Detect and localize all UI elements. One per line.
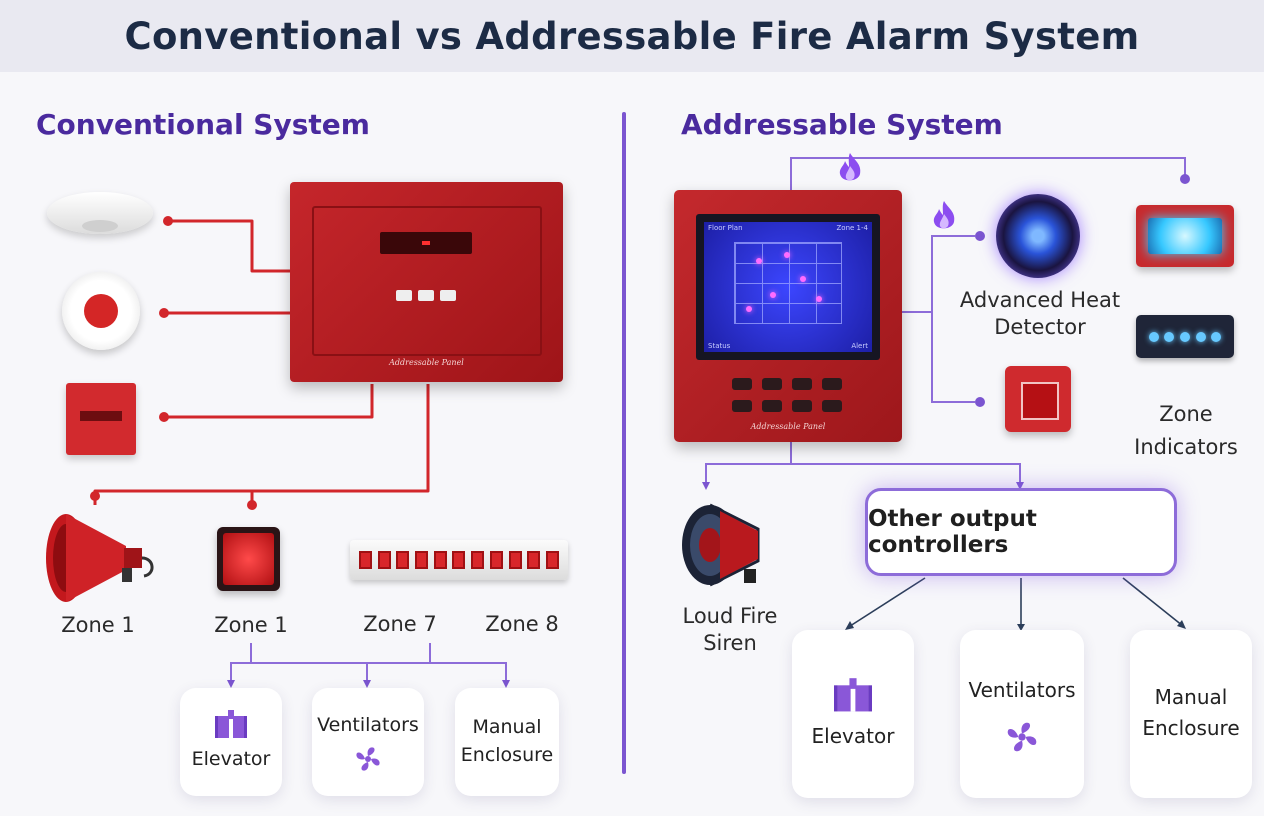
screen-footer-left: Status bbox=[708, 342, 731, 350]
siren-label: Loud Fire Siren bbox=[682, 604, 778, 656]
page-title: Conventional vs Addressable Fire Alarm S… bbox=[124, 14, 1140, 58]
zone-indicators-label: Zone Indicators bbox=[1134, 402, 1238, 459]
heat-detector bbox=[62, 272, 140, 350]
screen-header-right: Zone 1-4 bbox=[836, 224, 868, 232]
output-label: Ventilators bbox=[317, 714, 419, 737]
zone-label-7: Zone 7 bbox=[363, 612, 437, 636]
smoke-detector bbox=[47, 192, 153, 234]
manual-call-point bbox=[66, 383, 136, 455]
elevator-icon bbox=[215, 710, 247, 739]
output-label: Manual Enclosure bbox=[1142, 685, 1240, 740]
section-divider bbox=[622, 112, 626, 774]
screen-footer-right: Alert bbox=[851, 342, 868, 350]
conv-output-manual-enclosure: Manual Enclosure bbox=[455, 688, 559, 796]
flame-icon bbox=[839, 153, 861, 181]
fan-icon bbox=[356, 747, 380, 771]
wire-addr-controllers bbox=[791, 463, 1021, 484]
screen-header-left: Floor Plan bbox=[708, 224, 743, 232]
addressable-heading: Addressable System bbox=[681, 108, 1003, 141]
output-label: Ventilators bbox=[968, 677, 1076, 702]
zone-label-8: Zone 8 bbox=[485, 612, 559, 636]
conv-output-ventilators: Ventilators bbox=[312, 688, 424, 796]
panel-label: Addressable Panel bbox=[389, 358, 464, 367]
panel-keypad bbox=[732, 378, 842, 412]
siren-icon bbox=[682, 503, 760, 587]
flame-icon bbox=[933, 201, 955, 229]
panel-screen: Floor Plan Zone 1-4 Status Alert bbox=[696, 214, 880, 360]
zone-terminal-strip bbox=[350, 540, 568, 580]
fan-icon bbox=[1007, 722, 1037, 751]
conventional-heading: Conventional System bbox=[36, 108, 370, 141]
panel-buttons bbox=[396, 290, 456, 301]
wire-smoke-to-panel bbox=[168, 219, 292, 273]
output-controllers-box: Other output controllers bbox=[865, 488, 1177, 576]
output-label: Manual Enclosure bbox=[460, 716, 554, 766]
heat-detector-label: Advanced Heat Detector bbox=[959, 288, 1121, 340]
strobe-beacon bbox=[1136, 205, 1234, 267]
strobe-light bbox=[217, 527, 280, 591]
conventional-control-panel: Addressable Panel bbox=[290, 182, 563, 382]
wire-conv-elevator bbox=[230, 643, 252, 682]
output-label: Elevator bbox=[811, 723, 895, 748]
conv-output-elevator: Elevator bbox=[180, 688, 282, 796]
zone-indicator-panel bbox=[1136, 315, 1234, 358]
advanced-heat-detector bbox=[996, 194, 1080, 278]
elevator-icon bbox=[834, 677, 872, 711]
zone-label-1: Zone 1 bbox=[61, 613, 135, 637]
horn-icon bbox=[46, 514, 154, 602]
addr-output-manual-enclosure: Manual Enclosure bbox=[1130, 630, 1252, 798]
zone-label-2: Zone 1 bbox=[214, 613, 288, 637]
addr-output-ventilators: Ventilators bbox=[960, 630, 1084, 798]
manual-call-point-addressable bbox=[1005, 366, 1071, 432]
wire-conv-manual bbox=[251, 662, 507, 682]
controllers-label: Other output controllers bbox=[868, 506, 1037, 558]
panel-label: Addressable Panel bbox=[750, 422, 826, 431]
wire-panel-to-outputs bbox=[93, 384, 430, 505]
wire-addr-siren bbox=[705, 442, 792, 484]
output-label: Elevator bbox=[191, 748, 271, 771]
addressable-control-panel: Floor Plan Zone 1-4 Status Alert Address… bbox=[674, 190, 902, 442]
title-bar: Conventional vs Addressable Fire Alarm S… bbox=[0, 0, 1264, 72]
panel-display bbox=[380, 232, 472, 254]
wire-callpoint-to-panel bbox=[164, 384, 374, 419]
addr-output-elevator: Elevator bbox=[792, 630, 914, 798]
